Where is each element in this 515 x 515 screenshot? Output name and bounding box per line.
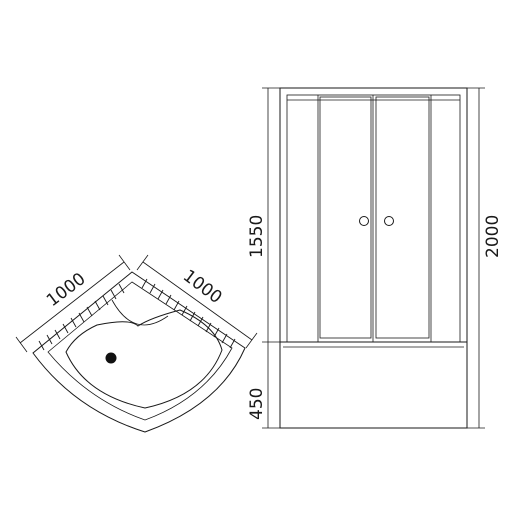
total-height-label: 2000 <box>483 215 503 258</box>
dimension-line-vertical-left <box>262 87 285 429</box>
plan-width-left-label: 1000 <box>43 269 90 311</box>
tray-outline <box>32 271 246 433</box>
cabin-inner-frame <box>286 94 461 343</box>
front-elevation: 1550 450 2000 <box>247 87 503 429</box>
tray-basin <box>65 309 223 409</box>
drain-icon <box>105 352 117 364</box>
right-door-handle-icon <box>384 216 394 226</box>
plan-view: 1000 1000 <box>15 254 258 433</box>
plan-width-right-label: 1000 <box>179 266 226 308</box>
wall-hatching-right <box>141 278 236 349</box>
dimension-line-left <box>15 254 131 353</box>
wall-hatching-left <box>38 283 125 351</box>
dimension-line-right <box>136 254 258 349</box>
left-door-handle-icon <box>359 216 369 226</box>
right-sliding-door <box>375 96 430 339</box>
cabin-height-label: 1550 <box>247 215 267 258</box>
cabin-frame <box>279 87 468 429</box>
tray-seat <box>111 299 169 326</box>
dimension-line-vertical-right <box>462 87 485 429</box>
tray-height-label: 450 <box>247 388 267 420</box>
left-sliding-door <box>319 96 372 339</box>
tray-rim <box>47 281 233 421</box>
